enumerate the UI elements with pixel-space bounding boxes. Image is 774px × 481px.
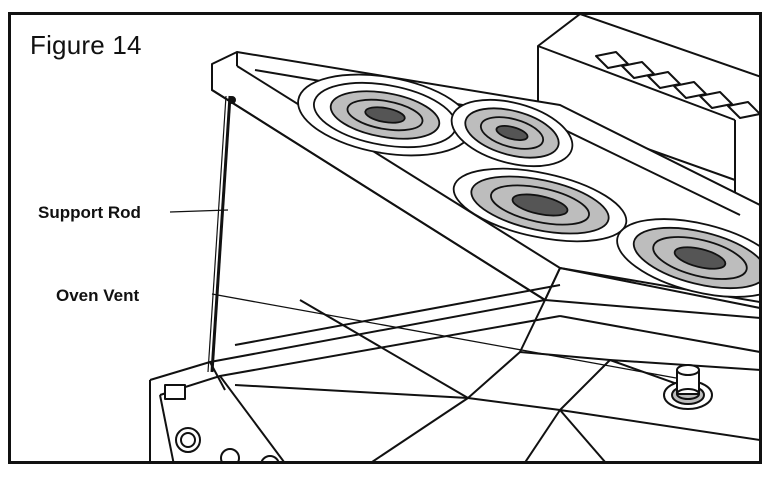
burner-rear-right: [450, 98, 574, 168]
oven-vent-leader: [211, 293, 677, 379]
oven-vent: [663, 364, 713, 410]
burner-front-left: [452, 167, 628, 243]
burner-front-right: [616, 218, 759, 298]
control-slots: [595, 51, 759, 119]
support-rod: [207, 95, 236, 373]
surface-burners: [297, 73, 759, 298]
range-body: [149, 284, 759, 461]
support-rod-leader: [169, 209, 229, 213]
figure-title: Figure 14: [30, 30, 142, 60]
support-rod-label: Support Rod: [38, 203, 141, 222]
oven-vent-label: Oven Vent: [56, 286, 140, 305]
burner-rear-left: [297, 73, 473, 157]
leader-lines: [169, 209, 677, 379]
